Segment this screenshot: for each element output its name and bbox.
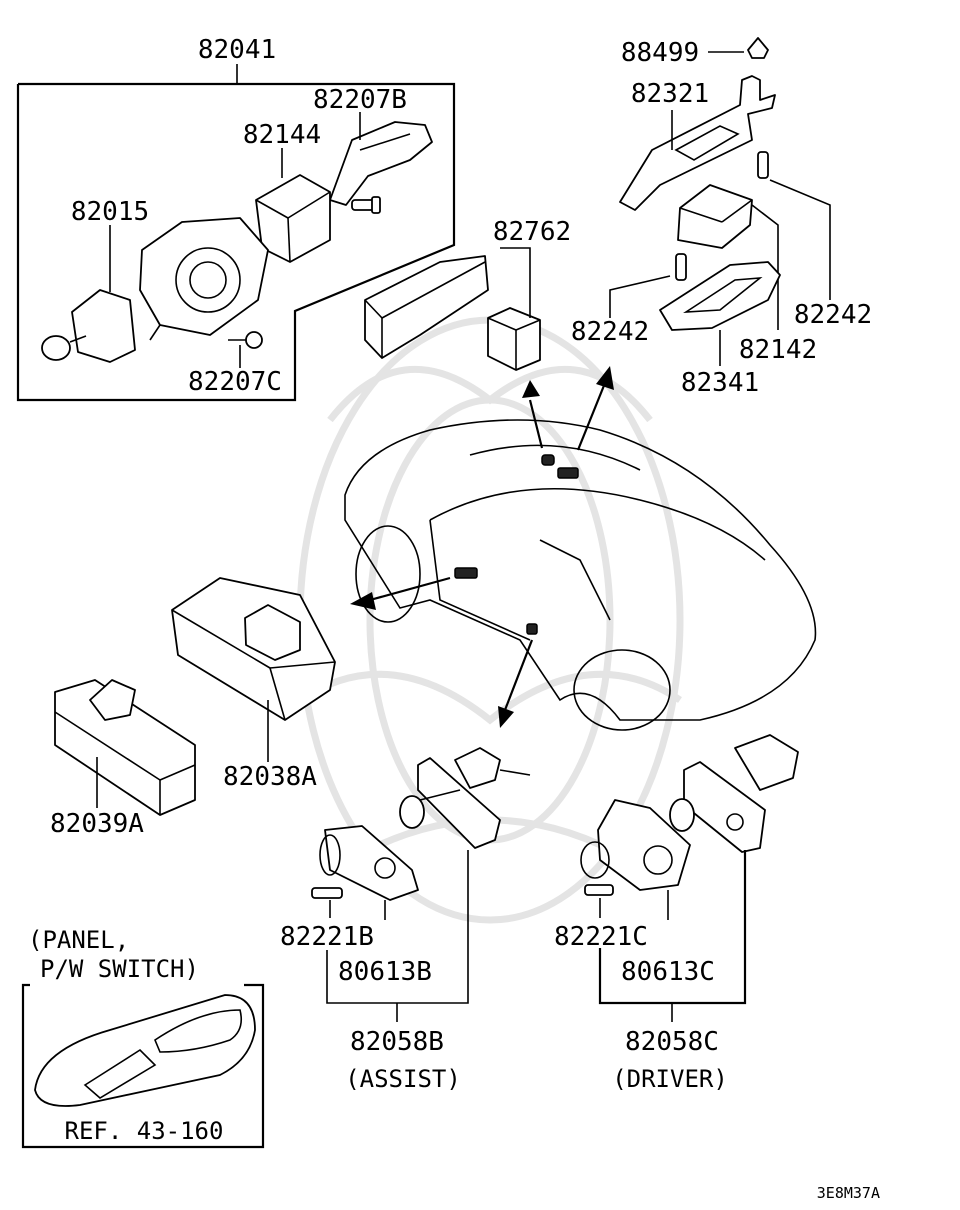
part-screw-82207B bbox=[351, 196, 381, 214]
arrows bbox=[350, 366, 614, 728]
label-82039A: 82039A bbox=[50, 809, 144, 839]
part-88499-clip bbox=[708, 37, 769, 59]
part-82341-bezel bbox=[659, 261, 781, 331]
part-screw-82221B bbox=[311, 887, 343, 899]
part-82039A-switch bbox=[54, 679, 196, 816]
label-82221C: 82221C bbox=[554, 922, 648, 952]
label-82041: 82041 bbox=[198, 35, 276, 65]
label-82242-left: 82242 bbox=[571, 317, 649, 347]
label-80613C: 80613C bbox=[621, 957, 715, 987]
part-82058B-assist-switch bbox=[399, 747, 531, 849]
label-82341: 82341 bbox=[681, 368, 759, 398]
part-82207B-lever bbox=[329, 121, 433, 206]
label-80613B: 80613B bbox=[338, 957, 432, 987]
part-82015-switch bbox=[41, 289, 136, 363]
label-82221B: 82221B bbox=[280, 922, 374, 952]
label-82144: 82144 bbox=[243, 120, 321, 150]
leader-82242-right bbox=[769, 179, 831, 300]
part-82321-bracket bbox=[619, 75, 776, 211]
label-82207B: 82207B bbox=[313, 85, 407, 115]
label-82142: 82142 bbox=[739, 335, 817, 365]
part-82144-switch bbox=[255, 174, 331, 263]
part-80613C-cover bbox=[580, 799, 691, 891]
part-82058C-driver-switch bbox=[669, 734, 799, 853]
label-82207C: 82207C bbox=[188, 367, 282, 397]
leader-82762 bbox=[500, 247, 531, 318]
leader-82242-left bbox=[609, 275, 671, 318]
panel-inset bbox=[21, 983, 265, 1149]
part-clock-spring bbox=[139, 217, 269, 341]
label-panel-line1: (PANEL, bbox=[28, 926, 129, 954]
label-82321: 82321 bbox=[631, 79, 709, 109]
label-82242-right: 82242 bbox=[794, 300, 872, 330]
label-82058C: 82058C bbox=[625, 1027, 719, 1057]
label-driver: (DRIVER) bbox=[612, 1065, 728, 1093]
label-drawing-code: 3E8M37A bbox=[817, 1184, 880, 1202]
part-82038A-master-switch bbox=[171, 577, 336, 721]
part-screw-lower bbox=[675, 253, 687, 281]
part-screw-upper bbox=[757, 151, 769, 179]
column-switch-group bbox=[16, 64, 456, 402]
part-82142-bracket bbox=[677, 184, 753, 249]
label-ref: REF. 43-160 bbox=[65, 1117, 224, 1145]
part-82762-relay bbox=[487, 307, 541, 371]
label-88499: 88499 bbox=[621, 38, 699, 68]
label-assist: (ASSIST) bbox=[345, 1065, 461, 1093]
part-screw-82207C bbox=[228, 331, 263, 349]
label-82015: 82015 bbox=[71, 197, 149, 227]
label-panel-line2: P/W SWITCH) bbox=[40, 955, 199, 983]
label-82038A: 82038A bbox=[223, 762, 317, 792]
part-80613B-cover bbox=[319, 825, 419, 901]
label-82762: 82762 bbox=[493, 217, 571, 247]
car-outline bbox=[344, 419, 817, 731]
part-screw-82221C bbox=[584, 884, 614, 896]
leader-82142 bbox=[751, 204, 779, 330]
label-82058B: 82058B bbox=[350, 1027, 444, 1057]
part-switch-panel bbox=[364, 255, 489, 359]
